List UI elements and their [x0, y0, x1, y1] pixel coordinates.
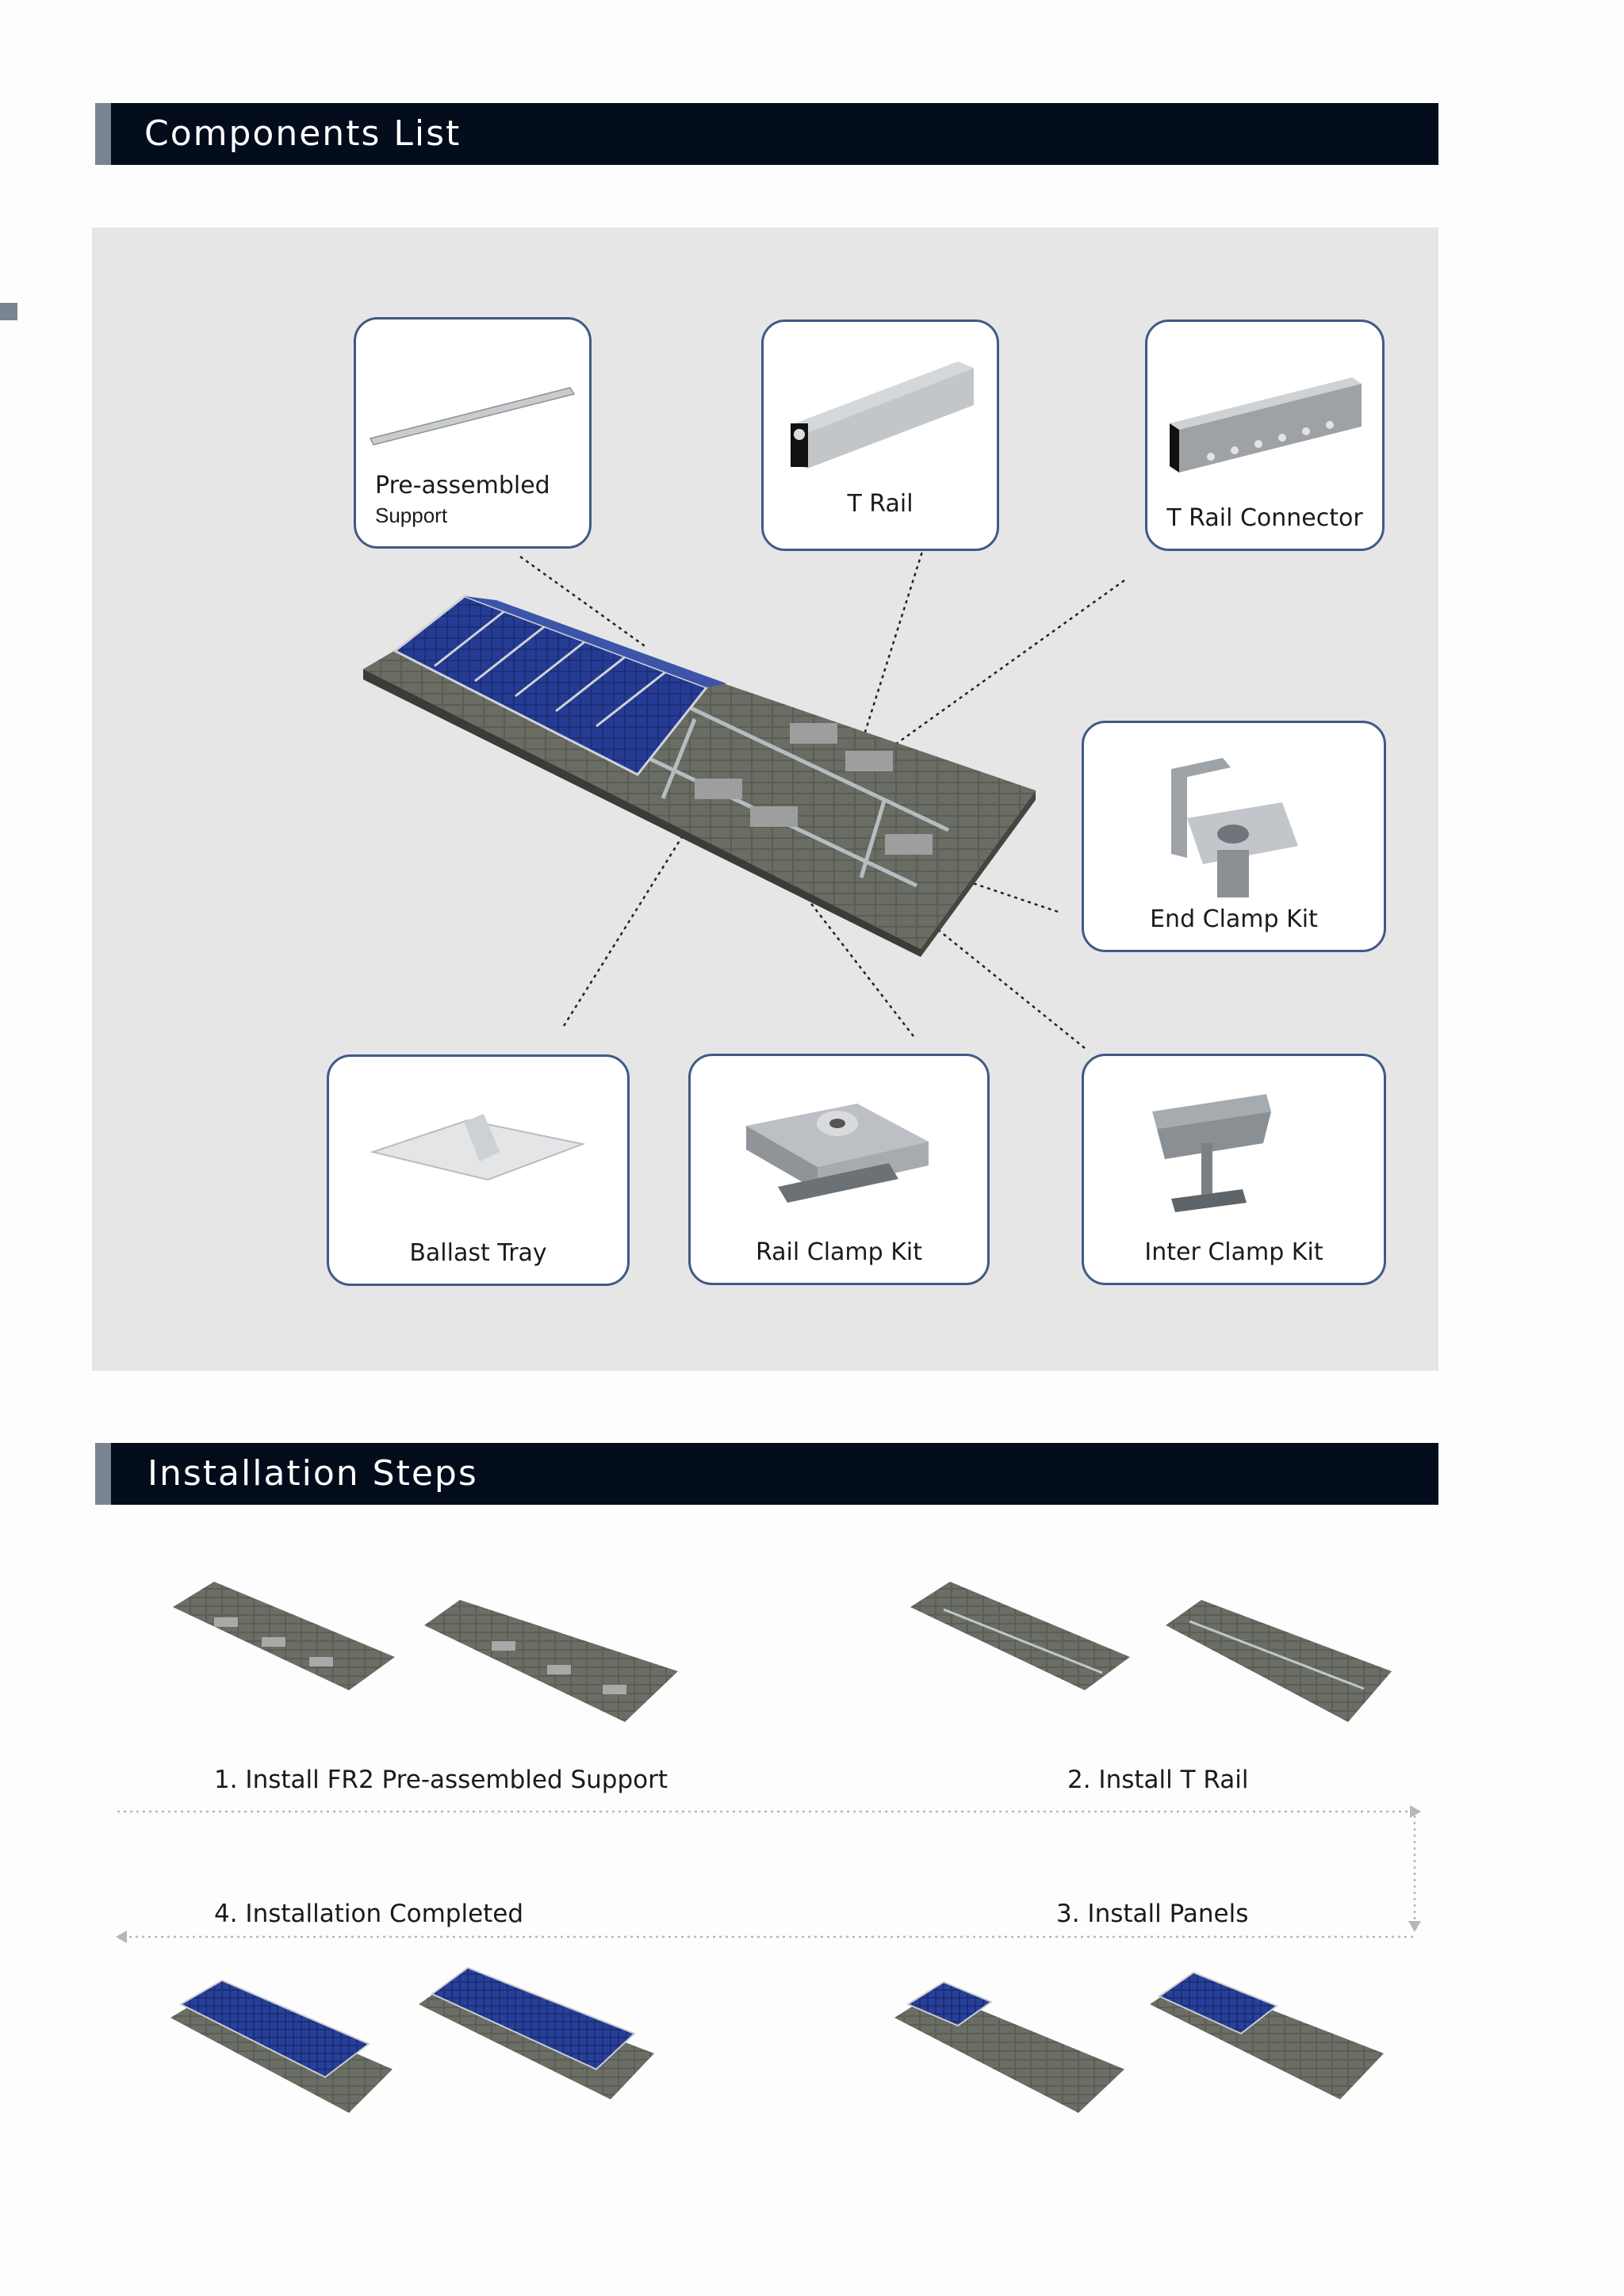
rail-clamp-icon [746, 1104, 929, 1203]
component-t-rail-connector: T Rail Connector [1145, 320, 1385, 551]
component-ballast-tray: Ballast Tray [327, 1054, 630, 1286]
step-2-label: 2. Install T Rail [1067, 1766, 1249, 1794]
header-accent [95, 103, 111, 165]
component-sublabel: Support [375, 503, 448, 527]
components-panel: Pre-assembled Support T Rail T Rail Conn… [92, 228, 1438, 1371]
t-rail-icon [791, 362, 974, 469]
roof-illustration [363, 538, 1125, 1049]
inter-clamp-icon [1152, 1094, 1271, 1212]
step4-roofs [170, 1966, 654, 2113]
ballast-tray-icon [370, 1114, 586, 1181]
component-label: Ballast Tray [409, 1239, 547, 1267]
component-label: End Clamp Kit [1150, 905, 1318, 933]
component-label: Inter Clamp Kit [1144, 1238, 1323, 1266]
component-inter-clamp-kit: Inter Clamp Kit [1082, 1054, 1386, 1285]
installation-steps-figure [116, 1582, 1421, 2113]
component-label: Pre-assembled [375, 472, 550, 499]
installation-title: Installation Steps [147, 1453, 478, 1494]
installation-header: Installation Steps [95, 1443, 1438, 1505]
step-1-label: 1. Install FR2 Pre-assembled Support [214, 1766, 668, 1794]
component-pre-assembled-support: Pre-assembled Support [354, 317, 592, 549]
t-rail-connector-icon [1170, 377, 1362, 473]
step3-roofs [894, 1971, 1384, 2113]
side-marker [0, 303, 17, 320]
component-end-clamp-kit: End Clamp Kit [1082, 721, 1386, 952]
header-accent [95, 1443, 111, 1505]
component-label: T Rail Connector [1166, 504, 1363, 532]
step-4-label: 4. Installation Completed [214, 1900, 524, 1928]
step1-roofs [173, 1582, 678, 1722]
components-header: Components List [95, 103, 1438, 165]
components-title: Components List [144, 113, 462, 154]
component-t-rail: T Rail [761, 320, 999, 551]
step2-roofs [910, 1582, 1392, 1722]
end-clamp-icon [1171, 758, 1298, 897]
component-rail-clamp-kit: Rail Clamp Kit [688, 1054, 990, 1285]
component-label: T Rail [847, 490, 914, 518]
step-3-label: 3. Install Panels [1056, 1900, 1249, 1928]
component-label: Rail Clamp Kit [755, 1238, 922, 1266]
support-rod-icon [369, 387, 576, 446]
